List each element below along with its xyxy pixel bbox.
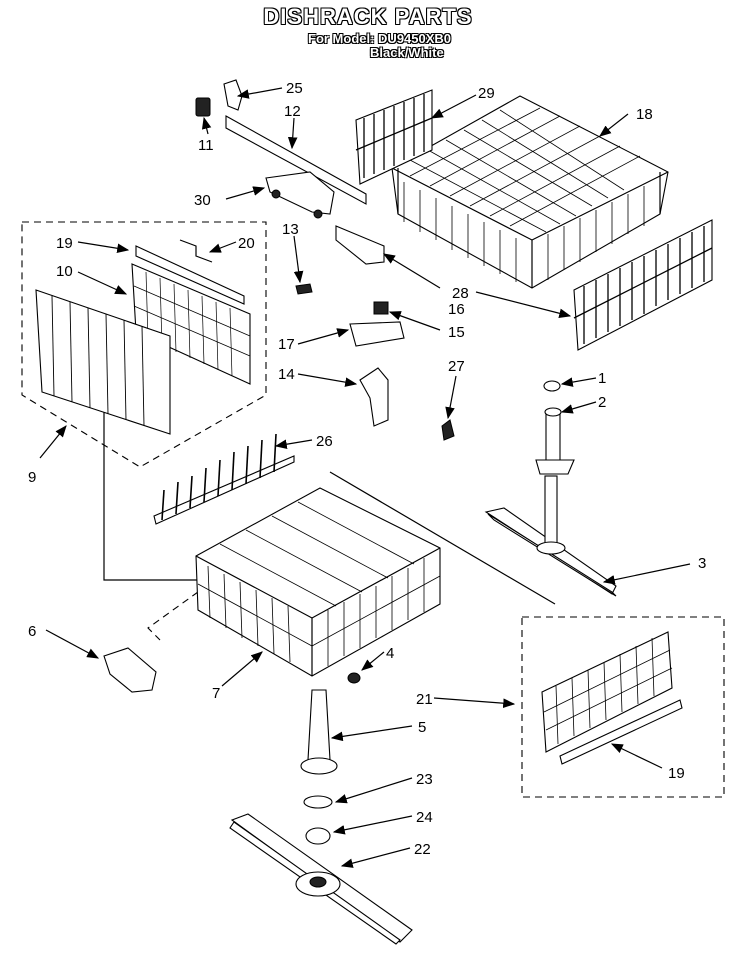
callout-30: 30 [194,192,211,209]
callout-17: 17 [278,336,295,353]
basket-part-10 [131,263,251,385]
tine-row-part-29 [355,89,433,185]
spray-arm-part-3 [484,475,617,597]
bracket-part-16 [335,225,385,265]
callout-13: 13 [282,221,299,238]
callout-24: 24 [416,809,433,826]
group-box-21 [521,616,725,798]
clip-part-25 [223,79,243,111]
clip-part-27 [441,419,455,441]
callout-23: 23 [416,771,433,788]
washer-part-23 [303,795,333,809]
model-line: For Model: DU9450XB0 [308,31,452,46]
guide-dash-lower [147,591,199,641]
callout-4: 4 [386,645,394,662]
callout-21: 21 [416,691,433,708]
guide-line-right [329,471,556,605]
knob-part-15 [373,301,389,315]
callout-9: 9 [28,469,36,486]
wheel-part-4 [347,672,361,684]
callout-7: 7 [212,685,220,702]
tube-part-2 [535,407,575,475]
leader-lines [39,87,691,868]
bracket-part-6 [103,647,157,693]
callout-14: 14 [278,366,295,383]
upper-rack-part-18 [391,95,669,289]
callout-10: 10 [56,263,73,280]
callout-18: 18 [636,106,653,123]
screw-part-13 [295,283,313,295]
callout-5: 5 [418,719,426,736]
callout-19-lower: 19 [668,765,685,782]
spray-arm-part-22 [229,813,413,945]
rail-part-12 [225,115,367,205]
lower-rack-part-7 [195,487,441,677]
roller-part-30 [265,171,335,215]
diagram-title: DISHRACK PARTS [263,4,473,29]
tine-row-part-26 [153,433,295,525]
seal-part-24 [305,827,331,845]
tube-part-5 [300,689,338,775]
callout-27: 27 [448,358,465,375]
callout-26: 26 [316,433,333,450]
callout-22: 22 [414,841,431,858]
clip-part-20 [179,239,213,263]
end-cap-part-11 [195,97,211,117]
callout-1: 1 [598,370,606,387]
callout-15: 15 [448,324,465,341]
callout-20: 20 [238,235,255,252]
callout-11: 11 [198,137,214,154]
silverware-basket-part-21 [541,631,673,753]
ring-part-1 [543,380,561,392]
strip-part-19-lower [559,699,683,765]
rail-assembly [195,79,367,219]
callout-19: 19 [56,235,73,252]
arm-part-17 [349,321,405,347]
variant-line: Black/White [370,45,444,60]
tine-row-part-28 [573,219,713,351]
clip-part-14 [359,367,389,427]
callout-numbers: 25 12 11 30 29 18 13 16 15 17 14 27 28 1… [28,80,706,858]
callout-29: 29 [478,85,495,102]
callout-28: 28 [452,285,469,302]
callout-25: 25 [286,80,303,97]
callout-12: 12 [284,103,301,120]
basket-side-panel [35,289,171,435]
callout-16: 16 [448,301,465,318]
callout-3: 3 [698,555,706,572]
strip-part-19 [135,245,245,305]
callout-6: 6 [28,623,36,640]
callout-2: 2 [598,394,606,411]
